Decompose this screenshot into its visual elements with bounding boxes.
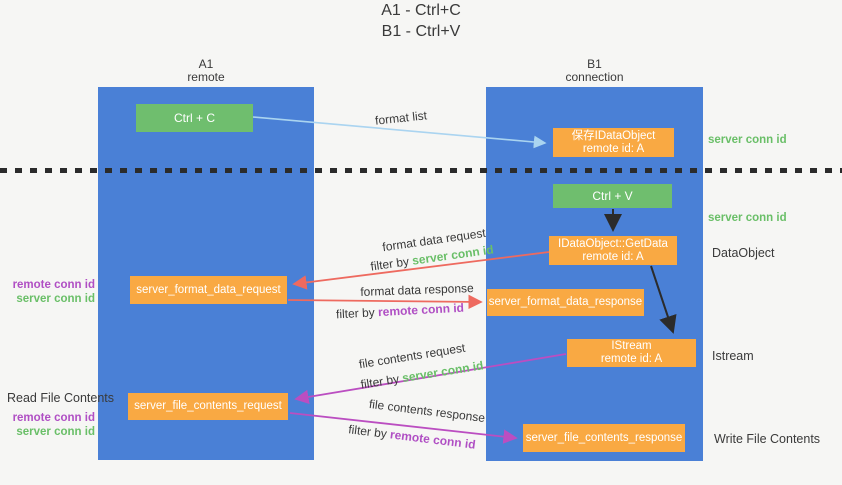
server-file-contents-response-box: server_file_contents_response bbox=[523, 424, 685, 452]
server-conn-id-label-top: server conn id bbox=[708, 134, 787, 146]
arrow-format-data-response bbox=[287, 294, 483, 310]
column-a1-name: A1 bbox=[198, 57, 214, 71]
save-idataobject-line2: remote id: A bbox=[582, 142, 645, 155]
arrow-format-list bbox=[252, 116, 547, 149]
server-format-data-response-label: server_format_data_response bbox=[488, 296, 643, 308]
write-file-contents-label: Write File Contents bbox=[714, 432, 821, 446]
server-format-data-response-box: server_format_data_response bbox=[487, 289, 644, 316]
remote-conn-id-label-upper: remote conn id bbox=[12, 279, 95, 291]
server-file-contents-request-label: server_file_contents_request bbox=[134, 400, 282, 412]
server-format-data-request-label: server_format_data_request bbox=[136, 283, 281, 296]
diagram-title: A1 - Ctrl+C B1 - Ctrl+V bbox=[0, 0, 842, 42]
upper-conn-id-pair: remote conn id server conn id bbox=[0, 278, 95, 306]
column-header-a1: A1 remote bbox=[98, 58, 314, 84]
ctrl-c-label: Ctrl + C bbox=[173, 110, 215, 125]
istream-side-label: Istream bbox=[712, 349, 754, 363]
istream-box: IStream remote id: A bbox=[567, 339, 696, 367]
arrow-getdata-to-istream bbox=[650, 265, 677, 334]
dataobject-label: DataObject bbox=[712, 246, 775, 260]
save-idataobject-box: 保存IDataObject remote id: A bbox=[553, 128, 674, 157]
column-header-b1: B1 connection bbox=[486, 58, 703, 84]
server-file-contents-response-label: server_file_contents_response bbox=[525, 431, 683, 444]
remote-conn-id-label-lower: remote conn id bbox=[12, 412, 95, 424]
ctrl-v-label: Ctrl + V bbox=[592, 188, 633, 203]
arrow-format-data-request bbox=[292, 251, 550, 290]
ctrl-c-box: Ctrl + C bbox=[136, 104, 253, 132]
ctrl-v-box: Ctrl + V bbox=[553, 184, 672, 208]
filter-by-text: filter by bbox=[335, 305, 379, 322]
column-b1-subtitle: connection bbox=[565, 70, 624, 84]
column-a1-subtitle: remote bbox=[187, 70, 225, 84]
server-file-contents-request-box: server_file_contents_request bbox=[128, 393, 288, 420]
istream-line2: remote id: A bbox=[600, 353, 663, 365]
title-line-a1: A1 - Ctrl+C bbox=[381, 2, 461, 19]
read-file-contents-label: Read File Contents bbox=[7, 391, 115, 405]
column-b1-name: B1 bbox=[587, 57, 602, 71]
server-conn-id-label-lower: server conn id bbox=[16, 426, 95, 438]
server-format-data-request-box: server_format_data_request bbox=[130, 276, 287, 304]
getdata-line1: IDataObject::GetData bbox=[558, 237, 668, 250]
title-line-b1: B1 - Ctrl+V bbox=[381, 23, 461, 40]
getdata-line2: remote id: A bbox=[582, 250, 644, 263]
arrow-file-contents-response bbox=[289, 412, 518, 444]
arrow-file-contents-request bbox=[294, 353, 567, 405]
server-conn-id-label-mid: server conn id bbox=[708, 212, 787, 224]
idataobject-getdata-box: IDataObject::GetData remote id: A bbox=[549, 236, 677, 265]
server-conn-id-label-upper: server conn id bbox=[16, 293, 95, 305]
lower-conn-id-pair: remote conn id server conn id bbox=[0, 411, 95, 439]
istream-line1: IStream bbox=[611, 340, 652, 352]
save-idataobject-line1: 保存IDataObject bbox=[571, 129, 656, 142]
